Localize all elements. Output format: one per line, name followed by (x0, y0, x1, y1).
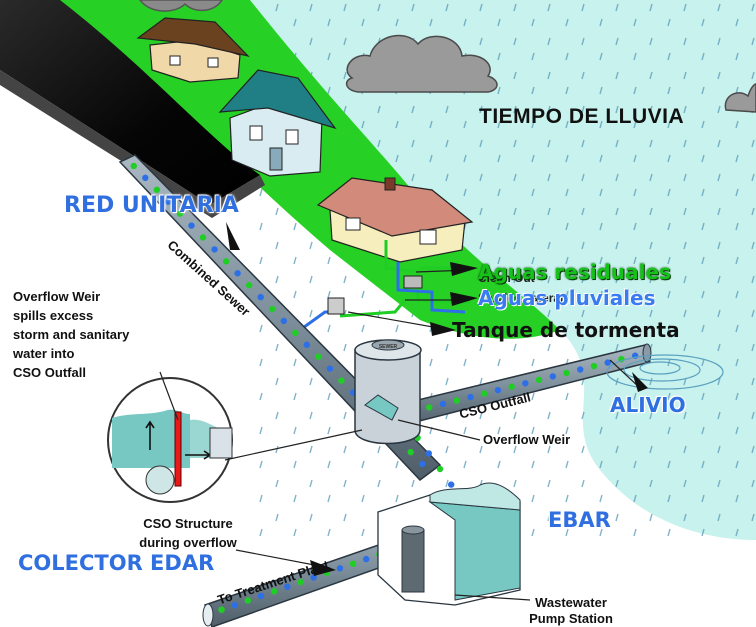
flow-dot (426, 404, 433, 411)
flow-dot (425, 450, 432, 457)
flow-dot (535, 376, 543, 384)
clean-out-label: Clean Out (478, 271, 535, 285)
flow-dot (363, 555, 370, 563)
arrow-icon (430, 322, 456, 336)
clean-out-box (327, 297, 345, 315)
flow-dot (188, 222, 195, 229)
flow-dot (480, 390, 488, 397)
overflow-weir-label: Overflow Weir (483, 432, 571, 447)
flow-dot (234, 270, 241, 277)
cso-structure (354, 339, 422, 445)
flow-dot (338, 377, 345, 384)
flow-dot (231, 601, 238, 609)
flow-dot (199, 234, 207, 241)
storm-service-line (396, 262, 466, 314)
flow-dot (453, 397, 460, 404)
road (0, 0, 260, 205)
note-line: storm and sanitary (13, 327, 130, 342)
flow-dot (222, 258, 230, 265)
flow-dot (349, 560, 357, 567)
flow-dot (448, 481, 455, 488)
service-lateral-label: Service Lateral (478, 291, 564, 305)
flow-dot (176, 210, 184, 217)
flow-dot (563, 369, 570, 377)
note-line: CSO Structure (143, 516, 233, 531)
flow-dot (439, 400, 447, 408)
flow-dot (297, 578, 304, 586)
flow-dot (604, 359, 611, 366)
note-line: spills excess (13, 308, 94, 323)
flow-dot (165, 198, 172, 205)
flow-dot (292, 329, 299, 337)
flow-dot (130, 162, 137, 170)
alivio-label: ALIVIO (610, 393, 686, 417)
overflow-detail-inset (107, 377, 233, 503)
red-unitaria-label: RED UNITARIA (64, 193, 239, 218)
flow-dot (310, 574, 317, 581)
note-line: during overflow (139, 535, 237, 550)
flow-dot (436, 465, 444, 473)
colector-edar-label: COLECTOR EDAR (18, 551, 215, 575)
weather-title: TIEMPO DE LLUVIA (479, 105, 685, 128)
note-line: water into (13, 346, 75, 361)
flow-dot (494, 386, 502, 394)
flow-dot (280, 317, 287, 325)
flow-dot (211, 246, 218, 253)
note-line: Wastewater (535, 595, 607, 610)
pump-station-note: Wastewater Pump Station (516, 595, 626, 627)
flow-dot (407, 448, 414, 456)
flow-dot (218, 606, 225, 613)
flow-dot (245, 281, 253, 289)
weir-plate (174, 411, 182, 487)
flow-dot (577, 366, 584, 373)
flow-dot (244, 597, 252, 604)
flow-dot (303, 341, 311, 349)
pump-station (377, 482, 521, 606)
aguas-residuales-label: Aguas residuales (478, 260, 671, 284)
arrow-icon (450, 292, 478, 306)
arrow-icons (226, 222, 648, 576)
aguas-pluviales-label: Aguas pluviales (478, 286, 656, 310)
flow-dot (257, 592, 265, 600)
house-icon (218, 69, 337, 177)
flow-dot (549, 373, 557, 380)
note-line: CSO Outfall (13, 365, 86, 380)
note-line: Pump Station (529, 611, 613, 626)
cso-structure-note: CSO Structure during overflow (128, 514, 248, 552)
arrow-icon (226, 222, 240, 250)
sewer-lid-label: SEWER (379, 344, 398, 350)
flow-dot (336, 565, 344, 572)
flow-dot (284, 583, 291, 590)
flow-dot (257, 293, 264, 301)
house-icon (316, 177, 474, 263)
flow-dot (590, 362, 598, 370)
arrow-icon (450, 262, 478, 276)
flow-dot (508, 383, 515, 390)
flow-dot (419, 460, 426, 468)
flow-dot (142, 174, 149, 182)
ebar-label: EBAR (548, 508, 611, 532)
flow-dot (269, 305, 276, 313)
rain-pattern (250, 0, 756, 540)
flow-dot (522, 380, 529, 387)
flow-dot (270, 588, 278, 595)
arrow-icon (632, 372, 648, 392)
cloud-icon (345, 34, 498, 93)
house-icon (136, 17, 250, 83)
flow-dot (315, 353, 322, 360)
tanque-tormenta-label: Tanque de tormenta (452, 318, 680, 342)
outfall-ripple (606, 354, 724, 390)
flow-dot (467, 393, 474, 401)
flow-dot (153, 186, 161, 194)
overflow-weir-note: Overflow Weir spills excess storm and sa… (13, 287, 173, 382)
flow-dot (326, 365, 334, 372)
cloud-icon (139, 0, 223, 12)
note-line: Overflow Weir (13, 289, 101, 304)
arrow-icon (310, 560, 336, 576)
